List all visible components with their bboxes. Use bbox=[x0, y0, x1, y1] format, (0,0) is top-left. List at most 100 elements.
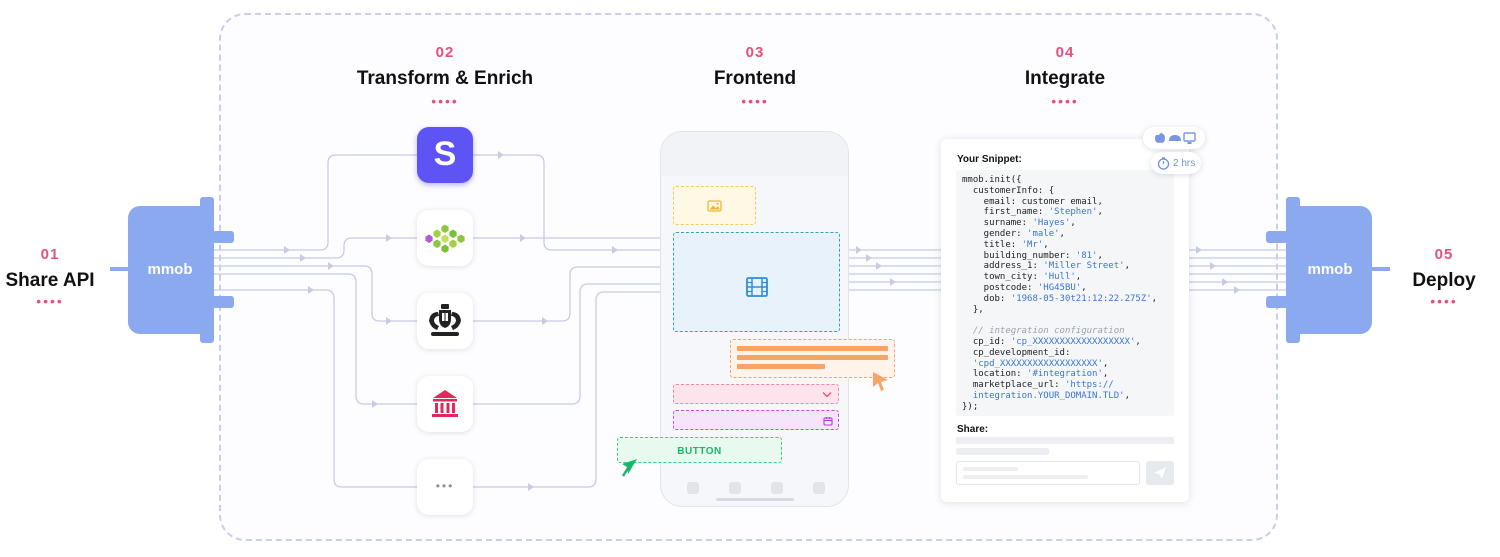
code-token: // integration configuration bbox=[962, 326, 1125, 337]
step-5-dots: •••• bbox=[1430, 293, 1458, 309]
android-icon bbox=[1169, 135, 1181, 141]
code-token: 'male' bbox=[1027, 228, 1060, 239]
code-token: building_number: bbox=[962, 250, 1076, 261]
desktop-icon bbox=[1183, 132, 1196, 142]
code-line: marketplace_url: 'https:// bbox=[962, 380, 1157, 391]
royal-crest-icon bbox=[429, 304, 461, 336]
code-token: email: customer email, bbox=[962, 196, 1103, 207]
send-icon bbox=[1154, 467, 1166, 479]
calendar-icon bbox=[823, 417, 833, 426]
phone-nav-dot bbox=[813, 482, 825, 494]
code-token: 'cp_XXXXXXXXXXXXXXXXXX' bbox=[1010, 336, 1136, 347]
snippet-card: Your Snippet: mmob.init({ customerInfo: … bbox=[941, 139, 1189, 502]
code-line bbox=[962, 315, 1157, 326]
code-token: , bbox=[1081, 282, 1087, 293]
code-line: postcode: 'HG45BU', bbox=[962, 283, 1157, 294]
arrow-head bbox=[498, 151, 504, 159]
right-connector-pin bbox=[1266, 296, 1288, 308]
platforms-pill bbox=[1143, 127, 1205, 149]
code-line: // integration configuration bbox=[962, 326, 1157, 337]
arrow-head bbox=[284, 246, 290, 254]
code-token: , bbox=[1151, 293, 1158, 304]
code-snippet[interactable]: mmob.init({ customerInfo: { email: custo… bbox=[962, 175, 1157, 413]
image-placeholder bbox=[673, 186, 756, 225]
dropdown-placeholder[interactable] bbox=[673, 384, 839, 404]
code-token: , bbox=[1124, 390, 1130, 401]
code-line: }, bbox=[962, 305, 1157, 316]
more-services-tile[interactable]: ••• bbox=[417, 459, 473, 515]
code-token: }); bbox=[962, 401, 979, 412]
phone-nav-dot bbox=[729, 482, 741, 494]
code-line: first_name: 'Stephen', bbox=[962, 207, 1157, 218]
share-skeleton-line bbox=[956, 448, 1049, 455]
step-2-number: 02 bbox=[435, 44, 455, 61]
right-connector-pin bbox=[1266, 231, 1288, 243]
step-3-title: Frontend bbox=[713, 68, 797, 89]
cursor-green-icon bbox=[621, 459, 637, 477]
left-mmob-label: mmob bbox=[147, 261, 193, 278]
crest-service-tile bbox=[417, 293, 473, 349]
step-4-number: 04 bbox=[1055, 44, 1075, 61]
left-mmob-connector: mmob bbox=[128, 206, 212, 334]
code-line: address_1: 'Miller Street', bbox=[962, 261, 1157, 272]
step-4-title: Integrate bbox=[1024, 68, 1106, 89]
code-block-background bbox=[956, 170, 1174, 416]
code-token bbox=[962, 359, 973, 369]
hexagon-cluster-icon bbox=[424, 223, 466, 254]
step-1-dots: •••• bbox=[36, 293, 64, 309]
wire-bank-out bbox=[473, 283, 660, 405]
code-token: 'https:// bbox=[1064, 380, 1114, 391]
code-token: title: bbox=[962, 239, 1022, 250]
arrow-head bbox=[372, 400, 378, 408]
send-button[interactable] bbox=[1146, 461, 1174, 485]
code-token: }, bbox=[962, 304, 984, 315]
time-pill: 2 hrs bbox=[1151, 152, 1201, 174]
share-skeleton-line bbox=[956, 437, 1174, 444]
code-token: 'Mr' bbox=[1021, 239, 1044, 250]
code-line: customerInfo: { bbox=[962, 186, 1157, 197]
apple-icon bbox=[1155, 132, 1165, 143]
arrow-head bbox=[1222, 278, 1228, 286]
code-token: town_city: bbox=[962, 272, 1044, 283]
code-token: location: bbox=[962, 369, 1028, 380]
phone-home-indicator bbox=[716, 498, 794, 501]
code-token: 'Hull' bbox=[1043, 272, 1076, 283]
arrow-head bbox=[528, 483, 534, 491]
code-line: mmob.init({ bbox=[962, 175, 1157, 186]
code-token: customerInfo: { bbox=[962, 185, 1055, 196]
code-token: surname: bbox=[962, 218, 1033, 229]
wire-crest-out bbox=[473, 266, 660, 322]
arrow-head bbox=[876, 262, 882, 270]
left-connector-pin bbox=[212, 231, 234, 243]
image-icon bbox=[707, 200, 722, 212]
cursor-orange-icon bbox=[873, 372, 888, 391]
left-connector-pin bbox=[212, 296, 234, 308]
arrow-head bbox=[612, 246, 618, 254]
step-5-number: 05 bbox=[1434, 246, 1454, 263]
wire-bank bbox=[214, 273, 417, 405]
right-mmob-label: mmob bbox=[1307, 261, 1353, 278]
share-input[interactable] bbox=[956, 461, 1140, 485]
arrow-head bbox=[1234, 286, 1240, 294]
code-line: cp_id: 'cp_XXXXXXXXXXXXXXXXXX', bbox=[962, 337, 1157, 348]
code-token: '#integration' bbox=[1027, 369, 1103, 380]
code-token: address_1: bbox=[962, 261, 1044, 272]
wire-more bbox=[214, 289, 417, 488]
text-block-placeholder bbox=[730, 339, 895, 378]
arrow-head bbox=[856, 246, 862, 254]
hexagon-service-tile bbox=[417, 210, 473, 266]
code-token: 'cpd_XXXXXXXXXXXXXXXXXX' bbox=[972, 358, 1103, 369]
code-token: , bbox=[1070, 218, 1076, 229]
stripe-logo: S bbox=[433, 135, 457, 173]
film-icon bbox=[746, 277, 768, 297]
text-line bbox=[737, 355, 888, 360]
code-token: , bbox=[1102, 358, 1109, 369]
wire-more-out bbox=[473, 291, 660, 488]
code-token: , bbox=[1097, 250, 1103, 261]
code-token: marketplace_url: bbox=[962, 380, 1065, 391]
button-placeholder[interactable]: BUTTON bbox=[617, 437, 782, 463]
date-input-placeholder[interactable] bbox=[673, 410, 839, 430]
code-token: 'Hayes' bbox=[1032, 218, 1071, 229]
code-line: email: customer email, bbox=[962, 197, 1157, 208]
